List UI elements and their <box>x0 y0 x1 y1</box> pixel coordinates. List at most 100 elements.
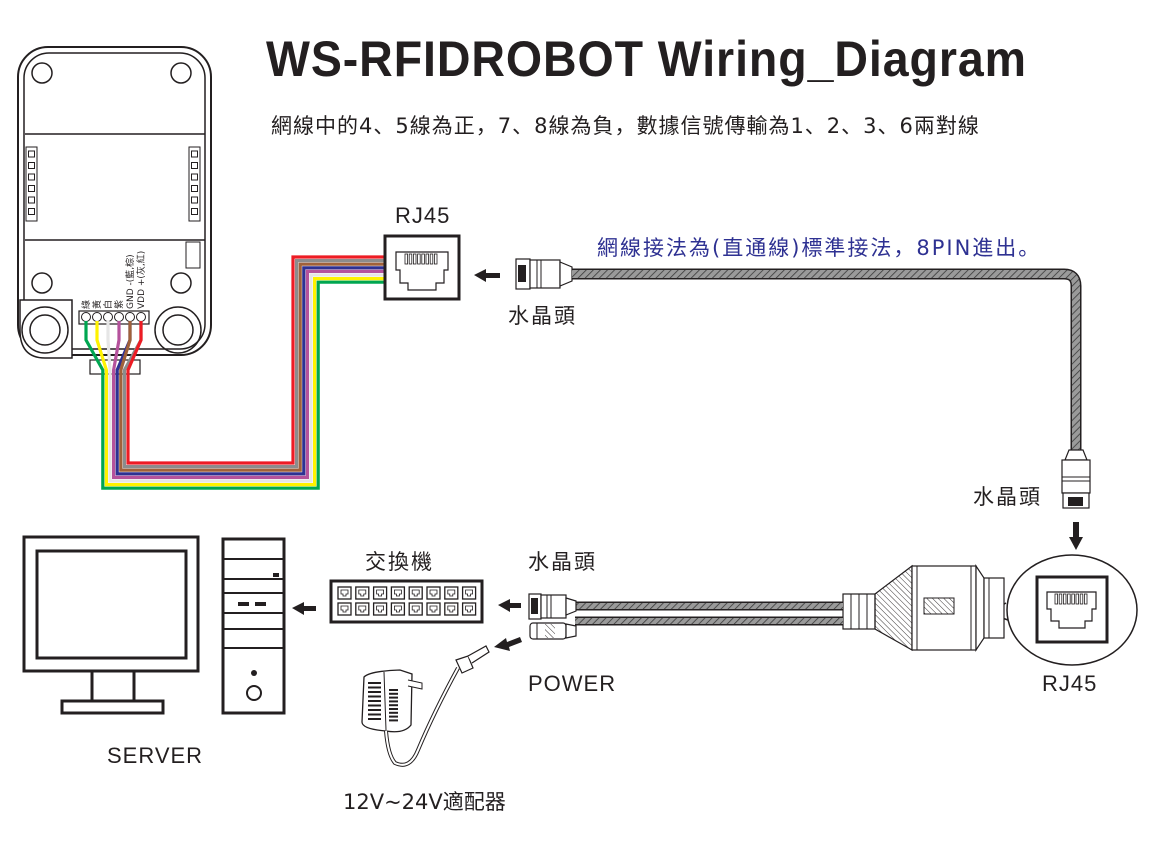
switch-port <box>461 602 477 616</box>
diagram-title: WS-RFIDROBOT Wiring_Diagram <box>266 31 1027 87</box>
switch-port <box>372 602 388 616</box>
mount-hole <box>31 272 53 294</box>
header-pin <box>28 196 35 204</box>
terminal-pin <box>125 312 135 322</box>
crystal-head-right-label: 水晶頭 <box>973 485 1042 509</box>
arrow-left-icon <box>498 599 521 612</box>
pin-label: GND -(藍,棕) <box>124 254 136 309</box>
poe-splitter <box>842 564 1005 652</box>
switch-port <box>408 602 423 616</box>
terminal-pin <box>92 312 102 322</box>
header-pin <box>191 173 198 181</box>
pin-label: 黃 <box>91 300 103 309</box>
wire <box>112 269 385 479</box>
crystal-plug-right <box>1061 449 1091 509</box>
rj45-contact <box>404 253 408 265</box>
server-computer <box>22 535 286 715</box>
terminal-pin <box>81 312 91 322</box>
rj45-right-label: RJ45 <box>1042 671 1098 696</box>
wire <box>95 277 385 487</box>
wire <box>84 280 385 490</box>
crystal-head-top-label: 水晶頭 <box>508 304 577 328</box>
arrow-down-icon <box>1069 522 1083 550</box>
pin-label: VDD +(灰,紅) <box>135 251 147 309</box>
network-switch <box>329 579 484 624</box>
switch-port <box>372 586 388 600</box>
rj45-contact <box>421 253 425 265</box>
pin-label: 綠 <box>80 300 92 309</box>
rj45-contact <box>1079 593 1084 605</box>
pin-label: 紫 <box>114 300 125 309</box>
switch-port <box>337 586 352 600</box>
terminal-pin <box>103 312 113 322</box>
mount-ear <box>154 306 202 354</box>
network-cable <box>572 268 1082 450</box>
power-label: POWER <box>528 671 617 696</box>
header-pin <box>191 185 198 192</box>
rj45-contact <box>1067 593 1071 605</box>
rj45-top-label: RJ45 <box>395 203 451 228</box>
right-pin-header <box>188 146 201 222</box>
header-pin <box>191 162 198 169</box>
wiring-subtitle: 網線中的4、5線為正，7、8線為負，數據信號傳輸為1、2、3、6兩對線 <box>271 114 980 138</box>
switch-label: 交換機 <box>365 550 434 574</box>
rj45-contact <box>417 253 421 265</box>
mount-hole <box>170 62 192 84</box>
switch-port <box>444 586 459 600</box>
wire <box>119 262 385 472</box>
switch-port <box>390 586 406 600</box>
rj45-callout <box>986 554 1138 666</box>
rj45-contact <box>1063 593 1067 605</box>
rj45-contact <box>412 253 417 265</box>
switch-port <box>355 602 370 616</box>
header-pin <box>28 150 35 158</box>
rj45-contact <box>408 253 413 265</box>
pin-label: 白 <box>102 300 114 309</box>
header-pin <box>28 162 35 169</box>
adapter-label: 12V~24V適配器 <box>343 790 506 814</box>
rj45-contact <box>425 253 429 265</box>
switch-port <box>426 602 441 616</box>
switch-port <box>337 602 352 616</box>
switch-port <box>426 586 441 600</box>
terminal-pin <box>136 312 146 322</box>
switch-port <box>390 602 406 616</box>
rj45-contact <box>429 253 434 265</box>
left-pin-header <box>25 146 38 222</box>
wire <box>126 255 385 465</box>
rj45-contact <box>1084 593 1088 605</box>
cable-note: 網線接法為(直通線)標準接法，8PIN進出。 <box>597 236 1042 260</box>
terminal-pin <box>114 312 124 322</box>
power-adapter <box>361 645 490 767</box>
power-dc-jack <box>529 622 577 640</box>
crystal-plug-top <box>515 258 573 290</box>
header-pin <box>28 185 35 192</box>
rj45-jack-top <box>383 234 461 301</box>
rj45-contact <box>1054 593 1058 605</box>
crystal-head-bottom-label: 水晶頭 <box>528 550 597 574</box>
header-pin <box>28 208 35 215</box>
header-pin <box>191 196 198 204</box>
splitter-cables <box>575 601 843 626</box>
rj45-contact <box>1071 593 1075 605</box>
header-pin <box>191 150 198 158</box>
colored-wires <box>84 255 385 490</box>
arrow-power-icon <box>494 637 522 651</box>
arrow-left-icon <box>292 602 316 615</box>
server-label: SERVER <box>107 743 204 768</box>
mount-hole <box>31 62 53 84</box>
wire <box>106 273 385 483</box>
mount-hole <box>170 272 192 294</box>
small-connector <box>185 241 201 269</box>
header-pin <box>191 208 198 215</box>
arrow-left-icon <box>474 269 500 282</box>
switch-port <box>461 586 477 600</box>
rj45-contact <box>1075 593 1079 605</box>
switch-port <box>408 586 423 600</box>
header-pin <box>28 173 35 181</box>
crystal-plug-bottom <box>528 593 577 620</box>
switch-port <box>355 586 370 600</box>
